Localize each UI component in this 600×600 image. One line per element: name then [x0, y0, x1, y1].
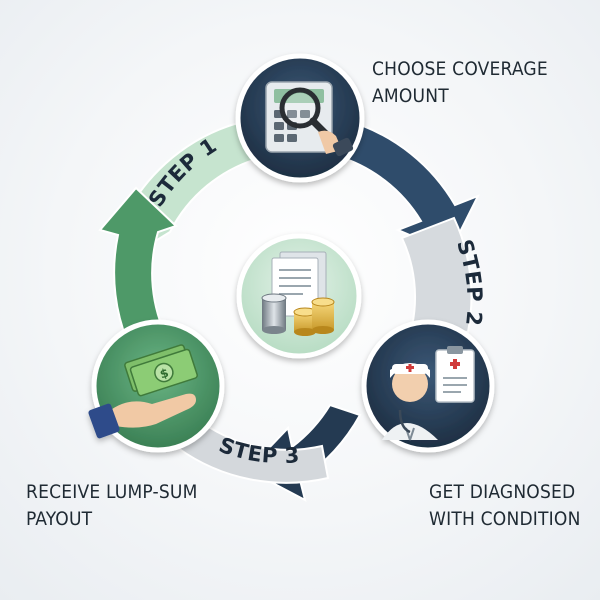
step-1-caption: CHOOSE COVERAGE AMOUNT	[372, 56, 548, 110]
step-3-caption: RECEIVE LUMP-SUM PAYOUT	[26, 479, 198, 533]
calculator-magnifier-icon	[235, 53, 365, 183]
arc-step-3	[176, 416, 330, 484]
arc-step-2	[400, 216, 473, 334]
doctor-clipboard-icon	[361, 319, 495, 453]
step-3-caption-line-2: PAYOUT	[26, 508, 93, 530]
step-1-caption-line-2: AMOUNT	[372, 85, 449, 107]
svg-text:$: $	[158, 366, 170, 382]
step-2-caption: GET DIAGNOSED WITH CONDITION	[429, 479, 581, 533]
arc-green-left	[98, 186, 178, 354]
hand-cash-icon: $	[88, 319, 225, 453]
document-coins-icon	[236, 233, 362, 359]
step-1-caption-line-1: CHOOSE COVERAGE	[372, 58, 548, 80]
step-2-caption-line-2: WITH CONDITION	[429, 508, 581, 530]
step-2-caption-line-1: GET DIAGNOSED	[429, 481, 576, 503]
step-3-caption-line-1: RECEIVE LUMP-SUM	[26, 481, 198, 503]
